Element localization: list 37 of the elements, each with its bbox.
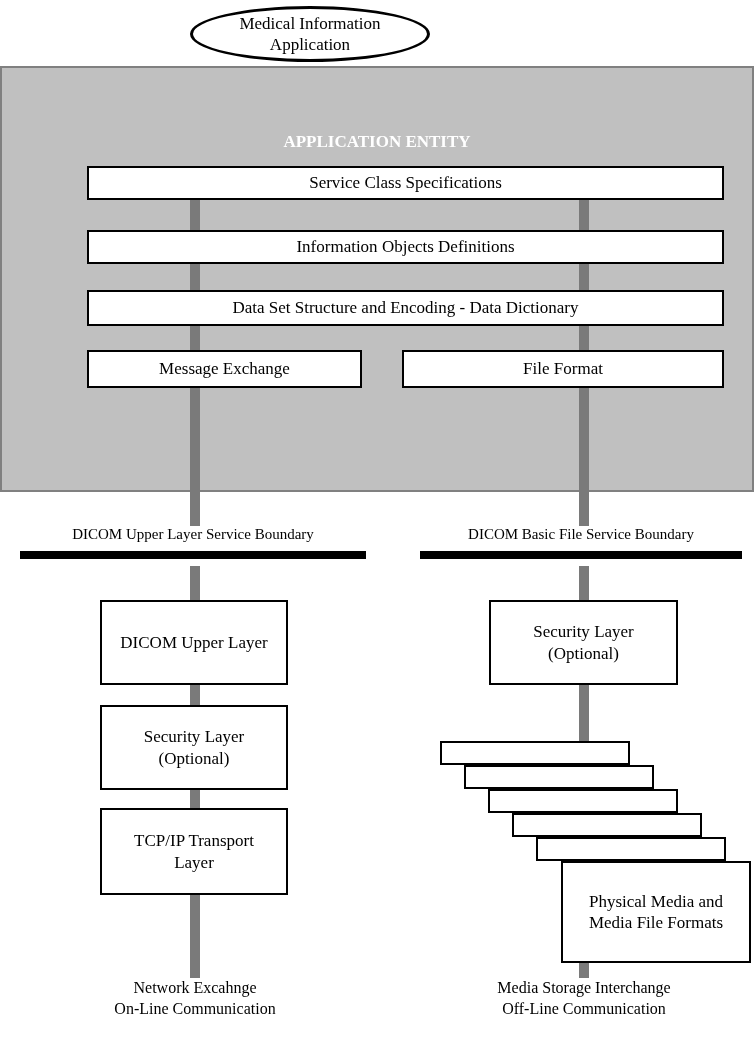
boundary-label: DICOM Upper Layer Service Boundary [71,526,315,543]
connector-bar [190,685,200,705]
layer-box: Data Set Structure and Encoding - Data Dictionary [87,290,724,326]
application-entity-panel [0,66,754,492]
layer-box: Message Exchange [87,350,362,388]
connector-bar [190,326,200,350]
layer-box: TCP/IP Transport Layer [100,808,288,895]
media-box [488,789,678,813]
connector-bar [190,566,200,600]
layer-box: Physical Media and Media File Formats [561,861,751,963]
connector-bar [579,566,589,600]
layer-box: File Format [402,350,724,388]
panel-heading: APPLICATION ENTITY [282,132,472,152]
media-box [536,837,726,861]
connector-bar [579,963,589,978]
media-box [464,765,654,789]
application-ellipse: Medical Information Application [190,6,430,62]
connector-bar [190,264,200,290]
media-box [440,741,630,765]
connector-bar [579,685,589,741]
communication-label: Network Excahnge On-Line Communication [105,978,285,1030]
layer-box: Service Class Specifications [87,166,724,200]
connector-bar [190,790,200,808]
connector-bar [190,388,200,526]
communication-label: Media Storage Interchange Off-Line Communication [474,978,694,1030]
connector-bar [579,264,589,290]
connector-bar [579,388,589,526]
connector-bar [579,326,589,350]
connector-bar [579,200,589,230]
connector-bar [190,895,200,978]
layer-box: Security Layer (Optional) [100,705,288,790]
layer-box: DICOM Upper Layer [100,600,288,685]
boundary-label: DICOM Basic File Service Boundary [467,526,695,543]
connector-bar [190,200,200,230]
layer-box: Security Layer (Optional) [489,600,678,685]
media-box [512,813,702,837]
layer-box: Information Objects Definitions [87,230,724,264]
